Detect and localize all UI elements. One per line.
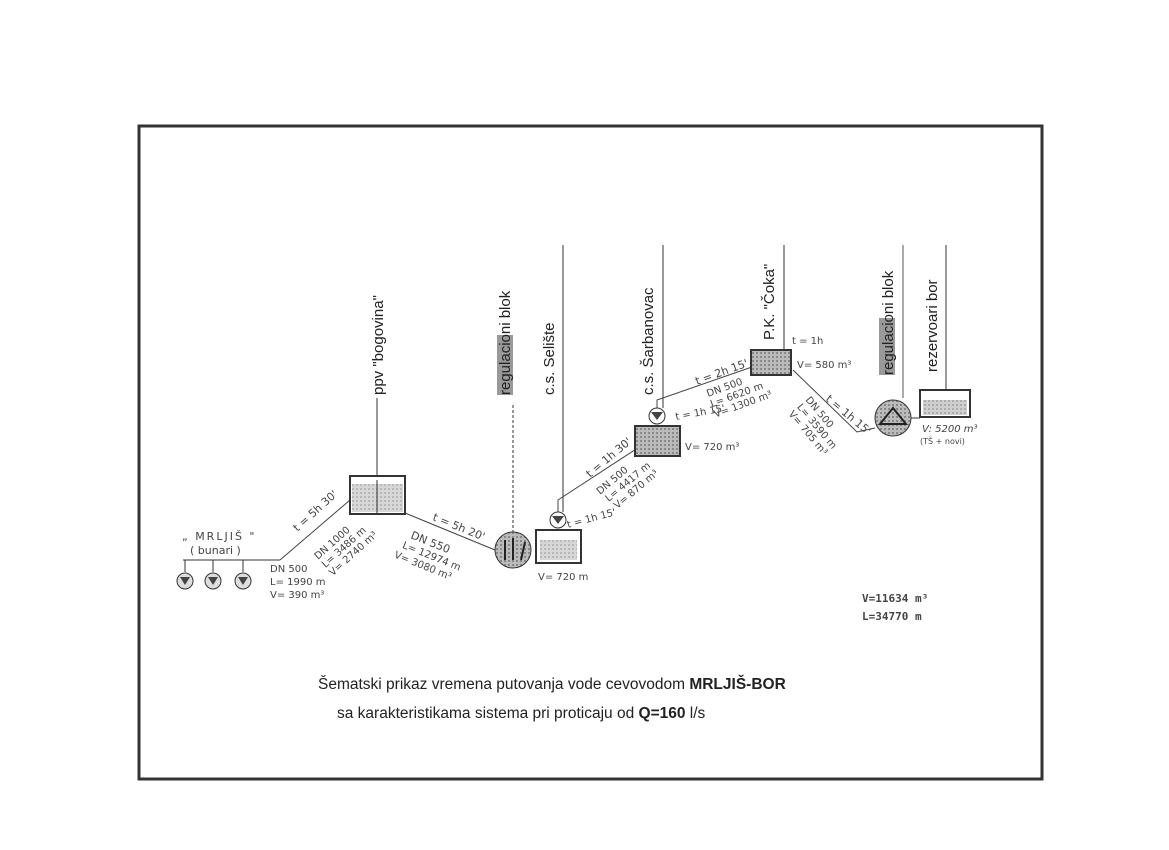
sarbanovac-tank-icon bbox=[634, 425, 681, 457]
station-label-seliste: c.s. Selište bbox=[541, 322, 558, 395]
seg1-dn: DN 500 bbox=[270, 564, 307, 575]
pipe-path bbox=[656, 366, 753, 408]
caption-line2-unit: l/s bbox=[685, 705, 706, 722]
source-sub: ( bunari ) bbox=[190, 544, 241, 557]
caption-line2-bold: Q=160 bbox=[638, 705, 686, 722]
caption-line1-text: Šematski prikaz vremena putovanja vode c… bbox=[318, 676, 690, 693]
station-label-sarbanovac: c.s. Šarbanovac bbox=[640, 287, 657, 395]
seliste-tank-icon bbox=[535, 529, 582, 564]
total-length: L=34770 m bbox=[862, 610, 922, 623]
seliste-pump-icon bbox=[549, 511, 567, 529]
seg1-volume: V= 390 m³ bbox=[270, 590, 324, 601]
pipe-path bbox=[279, 499, 351, 561]
well-pump-icon bbox=[234, 560, 252, 590]
bor-sub: (TŠ + novi) bbox=[920, 435, 965, 446]
caption-line-1: Šematski prikaz vremena putovanja vode c… bbox=[318, 676, 888, 694]
regulation-valve-icon bbox=[874, 399, 912, 437]
regulation-valve-icon bbox=[494, 531, 532, 569]
station-label-bor: rezervoari bor bbox=[924, 279, 941, 372]
seliste-volume: V= 720 m bbox=[538, 572, 588, 583]
page-frame bbox=[137, 124, 1044, 781]
well-pump-icon bbox=[176, 560, 194, 590]
pipe-path bbox=[557, 439, 651, 512]
caption-line-2: sa karakteristikama sistema pri proticaj… bbox=[337, 705, 907, 723]
seg1-length: L= 1990 m bbox=[270, 577, 326, 588]
seg4-time2: t = 1h 15' bbox=[566, 507, 617, 531]
seg2-time: t = 5h 30' bbox=[291, 488, 341, 534]
ppv-tank-icon bbox=[349, 475, 406, 515]
station-label-coka: P.K. "Čoka" bbox=[761, 264, 778, 340]
coka-tank-icon bbox=[750, 349, 792, 376]
sarbanovac-pump-icon bbox=[648, 407, 666, 425]
well-pump-icon bbox=[204, 560, 222, 590]
bor-volume: V: 5200 m³ bbox=[922, 424, 978, 435]
reg1-highlight bbox=[497, 335, 513, 395]
seg6-time: t = 1h 15' bbox=[823, 392, 874, 437]
caption-line2-text: sa karakteristikama sistema pri proticaj… bbox=[337, 705, 639, 722]
sarbanovac-volume: V= 720 m³ bbox=[685, 442, 739, 453]
source-name: „ MRLJIŠ " bbox=[182, 530, 256, 543]
pipe-path bbox=[404, 512, 496, 551]
total-volume: V=11634 m³ bbox=[862, 592, 929, 605]
station-label-reg1: regulacioni blok bbox=[497, 290, 514, 395]
reg2-highlight bbox=[879, 318, 895, 375]
bor-reservoir-icon bbox=[919, 389, 971, 418]
pipe-path bbox=[792, 369, 876, 433]
caption-line1-bold: MRLJIŠ-BOR bbox=[689, 676, 786, 693]
station-label-reg2: regulacioni blok bbox=[880, 270, 897, 375]
coka-volume: V= 580 m³ bbox=[797, 360, 851, 371]
coka-time: t = 1h bbox=[792, 336, 823, 347]
station-label-ppv: ppv "bogovina" bbox=[370, 295, 387, 395]
